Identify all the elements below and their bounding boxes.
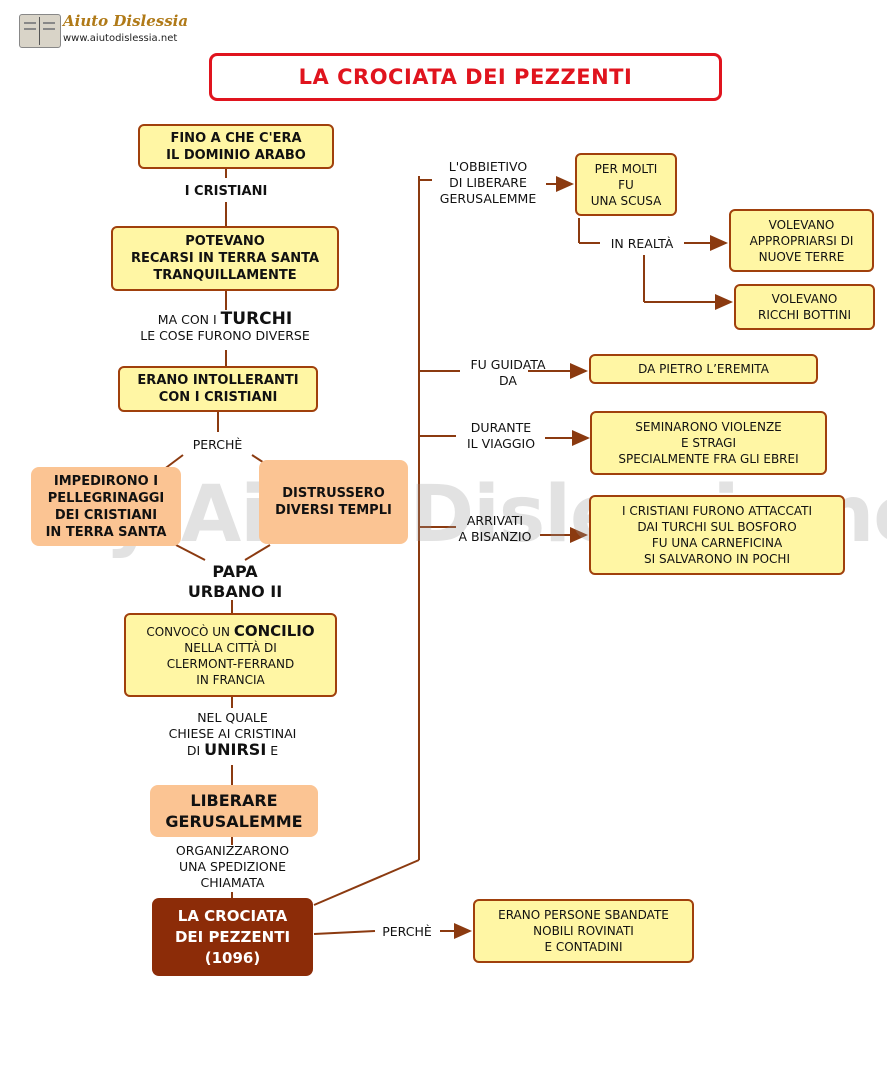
box-potevano: POTEVANO RECARSI IN TERRA SANTA TRANQUIL…	[111, 226, 339, 291]
label-nel-quale: NEL QUALE CHIESE AI CRISTINAI DI UNIRSI …	[168, 710, 297, 759]
label-turchi: MA CON I TURCHI LE COSE FURONO DIVERSE	[140, 309, 310, 344]
box-scusa: PER MOLTI FU UNA SCUSA	[575, 153, 677, 216]
logo-text: Aiuto Dislessia	[63, 12, 189, 30]
label-fu-guidata: FU GUIDATA DA	[470, 357, 546, 388]
box-distrussero: DISTRUSSERO DIVERSI TEMPLI	[259, 460, 408, 544]
box-impedirono: IMPEDIRONO I PELLEGRINAGGI DEI CRISTIANI…	[31, 467, 181, 546]
label-organizzarono: ORGANIZZARONO UNA SPEDIZIONE CHIAMATA	[175, 843, 290, 890]
label-durante: DURANTE IL VIAGGIO	[466, 420, 536, 451]
logo-url: www.aiutodislessia.net	[63, 33, 178, 44]
box-crociata-main: LA CROCIATA DEI PEZZENTI (1096)	[152, 898, 313, 976]
box-nuove-terre: VOLEVANO APPROPRIARSI DI NUOVE TERRE	[729, 209, 874, 272]
label-perche-2: PERCHÈ	[382, 924, 432, 939]
label-bisanzio: ARRIVATI A BISANZIO	[458, 513, 532, 544]
label-in-realta: IN REALTÀ	[600, 236, 684, 252]
box-bottini: VOLEVANO RICCHI BOTTINI	[734, 284, 875, 330]
label-perche-1: PERCHÈ	[192, 437, 243, 452]
box-concilio: CONVOCÒ UN CONCILIO NELLA CITTÀ DI CLERM…	[124, 613, 337, 697]
label-obbiettivo: L'OBBIETIVO DI LIBERARE GERUSALEMME	[439, 159, 537, 206]
book-icon	[19, 14, 61, 48]
box-pietro: DA PIETRO L’EREMITA	[589, 354, 818, 384]
box-bisanzio: I CRISTIANI FURONO ATTACCATI DAI TURCHI …	[589, 495, 845, 575]
box-intolleranti: ERANO INTOLLERANTI CON I CRISTIANI	[118, 366, 318, 412]
page-title: LA CROCIATA DEI PEZZENTI	[209, 53, 722, 101]
box-liberare: LIBERARE GERUSALEMME	[150, 785, 318, 837]
box-dominio-arabo: FINO A CHE C'ERA IL DOMINIO ARABO	[138, 124, 334, 169]
logo: Aiuto Dislessia www.aiutodislessia.net	[19, 12, 188, 48]
label-papa: PAPA URBANO II	[187, 562, 283, 601]
label-i-cristiani: I CRISTIANI	[184, 184, 268, 199]
page-title-text: LA CROCIATA DEI PEZZENTI	[298, 65, 633, 89]
box-persone-sbandate: ERANO PERSONE SBANDATE NOBILI ROVINATI E…	[473, 899, 694, 963]
box-violenze: SEMINARONO VIOLENZE E STRAGI SPECIALMENT…	[590, 411, 827, 475]
